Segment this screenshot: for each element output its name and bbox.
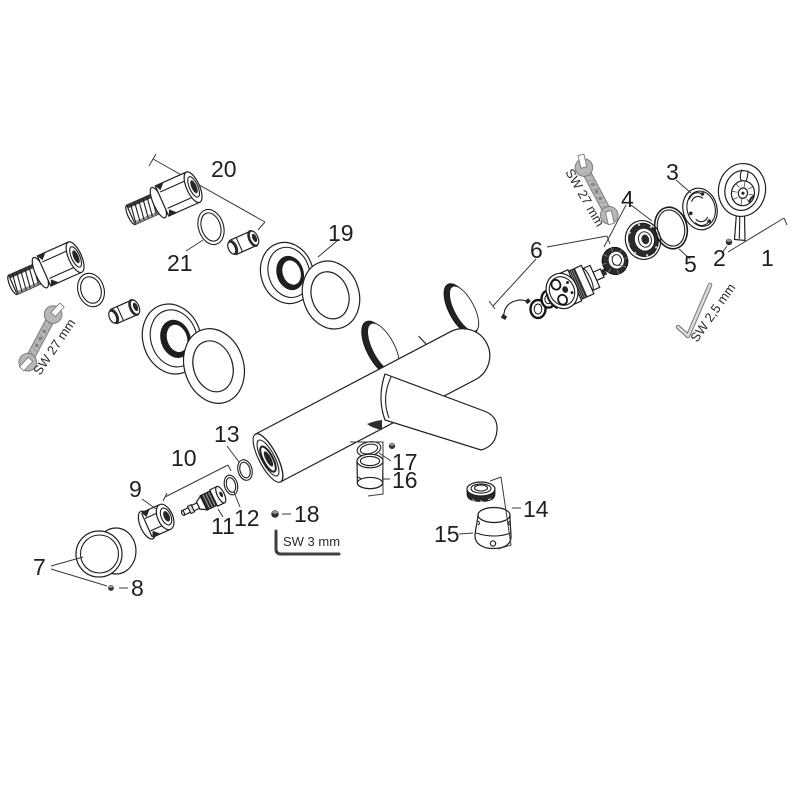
knob-cap — [466, 481, 496, 502]
cartridge — [545, 264, 608, 310]
aerator-assembly: 17 16 — [350, 441, 418, 497]
allen-key-right-label: SW 2,5 mm — [687, 280, 738, 344]
part-label-7: 7 — [33, 554, 46, 580]
leader-part-15 — [458, 532, 474, 535]
leader-part-3 — [675, 179, 692, 194]
part-label-1: 1 — [761, 245, 774, 271]
handle-ring — [717, 162, 767, 218]
bracket-part-1 — [727, 217, 788, 253]
s-union-assembly-top: 20 21 — [120, 153, 266, 276]
handle-adapter-disc — [682, 187, 718, 231]
spout — [380, 373, 498, 451]
retaining-collar — [624, 220, 662, 260]
part-label-11: 11 — [211, 513, 235, 539]
leader-part-12 — [233, 491, 241, 508]
bracket-part-6 — [488, 235, 611, 310]
allen-key-bottom: SW 3 mm — [274, 529, 341, 556]
cap-assembly: 7 8 — [33, 527, 144, 601]
s-union-connector — [2, 238, 89, 302]
screw-icon — [725, 238, 733, 246]
allen-key-bottom-label: SW 3 mm — [283, 534, 340, 549]
leader-part-5 — [678, 248, 691, 260]
escutcheon-rings: 19 — [141, 220, 361, 404]
part-label-5: 5 — [684, 251, 697, 277]
part-label-18: 18 — [294, 501, 320, 527]
screw-icon — [270, 509, 280, 519]
bracket-part-16 — [350, 441, 390, 497]
o-ring — [223, 474, 239, 496]
screw-icon — [107, 584, 115, 592]
spout-shadow — [367, 420, 382, 430]
part-label-4: 4 — [621, 186, 634, 212]
o-ring — [653, 206, 689, 250]
part-label-14: 14 — [523, 496, 549, 522]
bracket-part-10 — [162, 464, 232, 502]
retaining-clip — [503, 299, 529, 319]
leader-part-21 — [185, 239, 204, 252]
bracket-part-20 — [148, 153, 266, 231]
diverter-bore — [252, 433, 284, 483]
s-union-assembly-bottom — [2, 238, 143, 328]
leader-part-7 — [50, 556, 108, 587]
leader-part-13 — [226, 445, 240, 463]
diverter-nut — [137, 503, 175, 540]
part-label-21: 21 — [167, 250, 193, 276]
nipple — [224, 227, 262, 259]
escutcheon-ring — [182, 328, 246, 404]
part-label-19: 19 — [328, 220, 354, 246]
o-ring — [197, 208, 225, 246]
part-label-12: 12 — [234, 505, 260, 531]
knob-body — [474, 506, 512, 550]
aerator — [356, 453, 384, 490]
leader-part-17 — [378, 452, 392, 462]
bracket-part-14 — [489, 476, 521, 550]
cartridge-nut — [601, 246, 629, 276]
part-label-15: 15 — [434, 521, 460, 547]
leader-part-2 — [721, 245, 728, 254]
cartridge-assembly: 6 — [488, 159, 718, 320]
leader-part-4 — [603, 204, 653, 248]
nipple — [105, 296, 143, 328]
escutcheon-flanged — [259, 241, 315, 305]
cap-front — [75, 530, 123, 578]
handle-assembly: 2 1 — [713, 162, 788, 271]
escutcheon-ring — [301, 260, 361, 330]
leader-part-11 — [217, 508, 224, 518]
leader-part-9 — [141, 498, 157, 510]
leader-part-19 — [317, 240, 338, 258]
diverter-knob-assembly: 14 15 — [434, 476, 549, 550]
part-label-3: 3 — [666, 159, 679, 185]
s-union-connector — [120, 168, 207, 232]
grub-screw-18: 18 — [270, 501, 320, 527]
part-label-6: 6 — [530, 237, 543, 263]
part-label-9: 9 — [129, 476, 142, 502]
part-label-8: 8 — [131, 575, 144, 601]
diverter-spindle — [180, 485, 227, 517]
o-ring — [237, 459, 253, 481]
part-label-17: 17 — [392, 449, 418, 475]
part-label-10: 10 — [171, 445, 197, 471]
part-label-2: 2 — [713, 245, 726, 271]
diverter-stem-assembly: 9 10 11 12 13 — [129, 421, 260, 540]
allen-key-icon — [676, 283, 712, 338]
allen-key-right: SW 2,5 mm — [675, 280, 738, 345]
faucet-body — [252, 283, 498, 483]
part-label-16: 16 — [392, 467, 418, 493]
o-ring — [77, 272, 105, 308]
part-label-20: 20 — [211, 156, 237, 182]
allen-key-icon — [274, 529, 341, 556]
inlet-boss — [361, 283, 480, 377]
part-label-13: 13 — [214, 421, 240, 447]
